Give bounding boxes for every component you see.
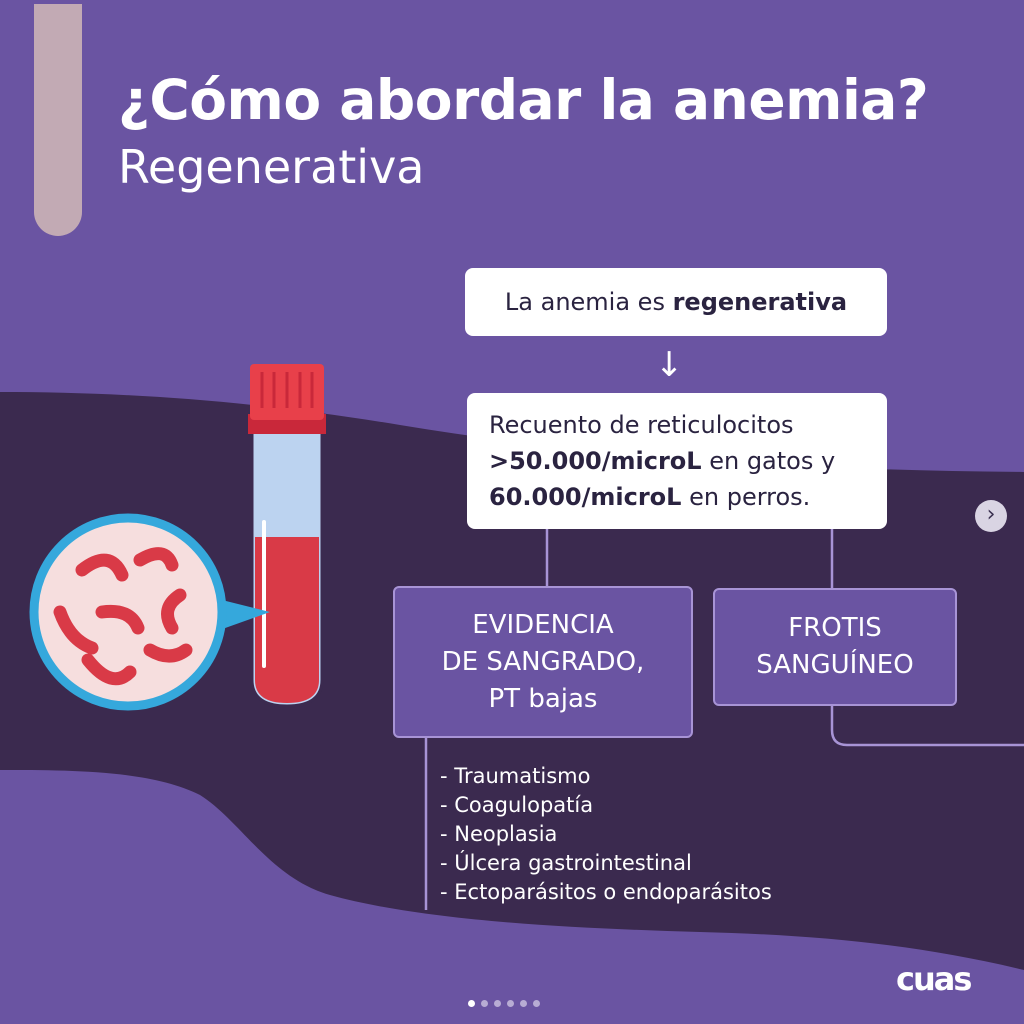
retic-cat-threshold: >50.000/microL bbox=[489, 447, 702, 475]
list-item: - Traumatismo bbox=[440, 764, 591, 788]
carousel-pagination[interactable] bbox=[468, 1000, 540, 1007]
regenerative-text: La anemia es bbox=[504, 288, 673, 316]
chevron-right-icon: › bbox=[986, 502, 996, 527]
bleeding-evidence-box: EVIDENCIA DE SANGRADO, PT bajas bbox=[393, 586, 693, 738]
list-item: - Úlcera gastrointestinal bbox=[440, 851, 692, 875]
bleeding-causes-list: - Traumatismo - Coagulopatía - Neoplasia… bbox=[440, 762, 772, 907]
arrow-down-icon: ↓ bbox=[655, 345, 684, 385]
list-item: - Ectoparásitos o endoparásitos bbox=[440, 880, 772, 904]
retic-cat-text: en gatos y bbox=[701, 447, 836, 475]
cuas-logo: cuas bbox=[896, 960, 972, 998]
evidencia-line-3: PT bajas bbox=[488, 683, 598, 714]
pagination-dot[interactable] bbox=[520, 1000, 527, 1007]
reticulocyte-box: Recuento de reticulocitos >50.000/microL… bbox=[467, 393, 887, 529]
sickle-cells-icon bbox=[53, 547, 193, 686]
retic-line-1: Recuento de reticulocitos bbox=[489, 411, 794, 439]
frotis-line-1: FROTIS bbox=[788, 613, 882, 643]
page-subtitle: Regenerativa bbox=[118, 140, 425, 194]
blood-smear-box: FROTIS SANGUÍNEO bbox=[713, 588, 957, 706]
retic-line-3: 60.000/microL en perros. bbox=[489, 479, 865, 515]
pagination-dot[interactable] bbox=[533, 1000, 540, 1007]
page-title: ¿Cómo abordar la anemia? bbox=[118, 68, 929, 132]
pagination-dot[interactable] bbox=[507, 1000, 514, 1007]
regenerative-bold: regenerativa bbox=[672, 288, 848, 316]
evidencia-line-1: EVIDENCIA bbox=[472, 609, 614, 640]
list-item: - Neoplasia bbox=[440, 822, 558, 846]
evidencia-line-2: DE SANGRADO, bbox=[441, 646, 645, 677]
regenerative-box: La anemia es regenerativa bbox=[465, 268, 887, 336]
pagination-dot[interactable] bbox=[481, 1000, 488, 1007]
test-tube-icon bbox=[248, 364, 326, 708]
frotis-line-2: SANGUÍNEO bbox=[756, 650, 914, 680]
next-slide-button[interactable]: › bbox=[975, 500, 1007, 532]
pagination-dot[interactable] bbox=[468, 1000, 475, 1007]
list-item: - Coagulopatía bbox=[440, 793, 594, 817]
retic-dog-threshold: 60.000/microL bbox=[489, 483, 682, 511]
pagination-dot[interactable] bbox=[494, 1000, 501, 1007]
retic-dog-text: en perros. bbox=[681, 483, 811, 511]
connector-frotis-out bbox=[830, 706, 1024, 747]
retic-line-2: >50.000/microL en gatos y bbox=[489, 443, 865, 479]
magnifier-icon bbox=[29, 513, 270, 711]
accent-bar bbox=[34, 4, 82, 236]
